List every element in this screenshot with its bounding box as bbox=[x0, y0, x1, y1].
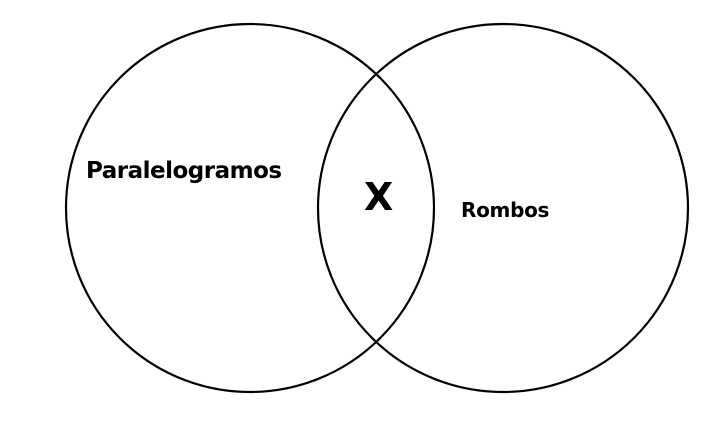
set-circle-paralelogramos bbox=[64, 22, 436, 394]
intersection-label: X bbox=[364, 175, 394, 219]
set-circle-rombos bbox=[316, 22, 690, 394]
set-label-paralelogramos: Paralelogramos bbox=[86, 158, 282, 184]
set-label-rombos: Rombos bbox=[461, 198, 550, 222]
